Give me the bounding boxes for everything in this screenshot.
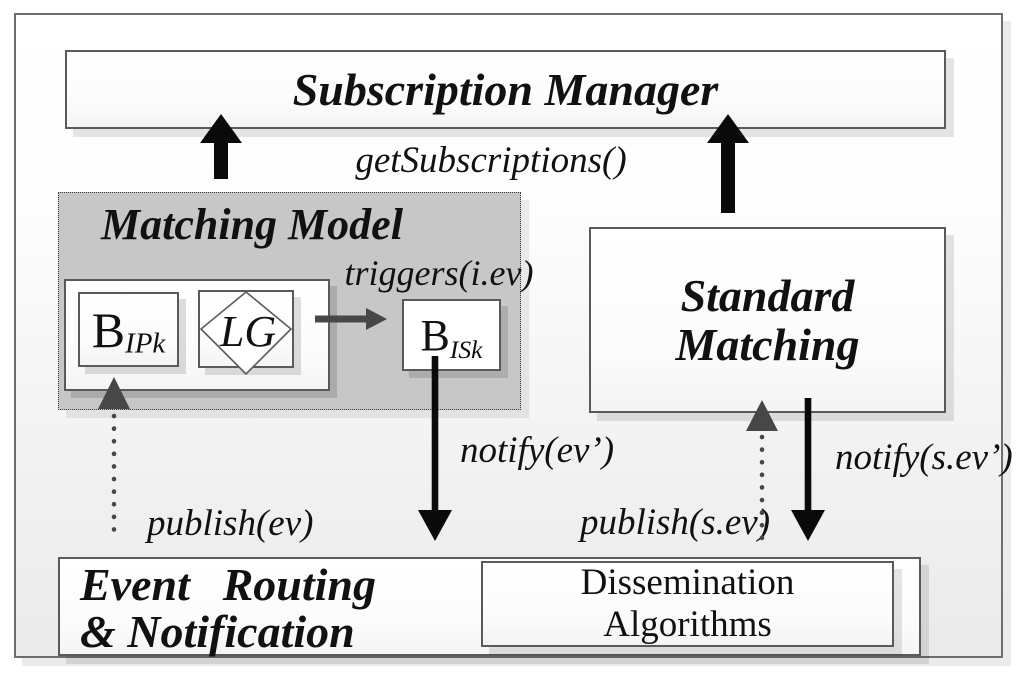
subscription-manager-label: Subscription Manager [292, 64, 719, 115]
edge-label-publish-ev: publish(ev) [147, 503, 314, 544]
standard-matching-line2: Matching [675, 319, 860, 370]
event-routing-line1: Event Routing [80, 561, 376, 608]
edge-label-notify-ev: notify(ev’) [460, 430, 615, 471]
dissemination-line1: Dissemination [580, 562, 795, 603]
b-ipk-base: B [91, 301, 126, 358]
edge-label-triggers: triggers(i.ev) [344, 253, 534, 293]
event-routing-word1: Event [80, 559, 190, 610]
node-lg: LG [198, 290, 294, 376]
node-standard-matching: Standard Matching [589, 227, 946, 413]
edge-label-publish-sev: publish(s.ev) [579, 502, 771, 543]
b-isk-subscript: ISk [449, 334, 483, 364]
event-routing-word2: Routing [222, 559, 376, 610]
lg-diamond-shape [199, 290, 293, 376]
lg-label: LG [219, 306, 277, 356]
standard-matching-line1: Standard [680, 270, 855, 321]
matching-model-label: Matching Model [101, 200, 403, 249]
node-subscription-manager: Subscription Manager [65, 50, 946, 129]
edge-label-get-subscriptions: getSubscriptions() [355, 140, 627, 181]
edge-label-notify-sev: notify(s.ev’) [835, 437, 1013, 478]
b-ipk-subscript: IPk [125, 327, 166, 360]
node-dissemination-algorithms: Dissemination Algorithms [481, 561, 894, 647]
event-routing-line2: & Notification [80, 606, 355, 657]
b-isk-base: B [420, 310, 450, 360]
dissemination-line2: Algorithms [603, 604, 772, 645]
